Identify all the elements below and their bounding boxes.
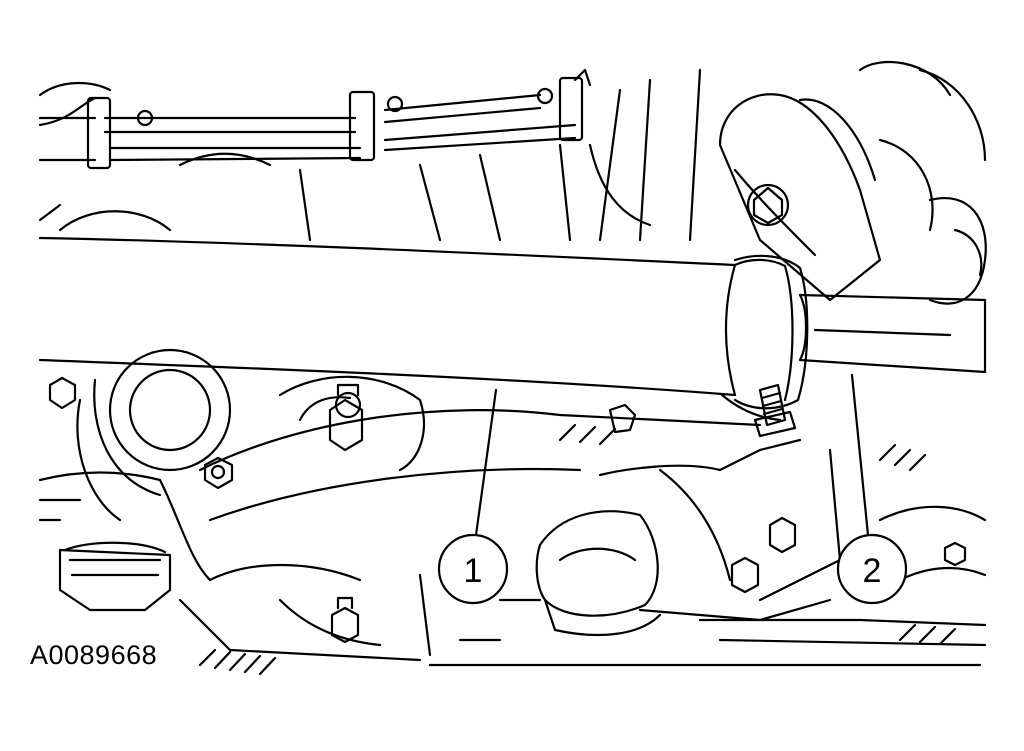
lower-frame [38, 471, 987, 667]
clamp-bolt [753, 383, 797, 438]
background-structure [38, 60, 987, 305]
leader-line-1 [474, 388, 498, 537]
callout-circle-2 [836, 533, 908, 605]
callout-2: 2 [836, 533, 908, 605]
lower-control-arm [198, 409, 842, 637]
hub-assembly [58, 348, 425, 612]
leader-line-2 [850, 373, 870, 537]
fasteners [48, 376, 967, 644]
callout-1: 1 [437, 533, 509, 605]
callout-label-2: 2 [863, 552, 882, 590]
callout-label-1: 1 [464, 552, 483, 590]
stabilizer-bushing [720, 254, 809, 422]
callout-circle-1 [437, 533, 509, 605]
brake-lines [38, 68, 592, 170]
figure-id-label: A0089668 [30, 640, 158, 670]
hatching [198, 423, 957, 676]
knuckle-bracket [718, 93, 882, 302]
